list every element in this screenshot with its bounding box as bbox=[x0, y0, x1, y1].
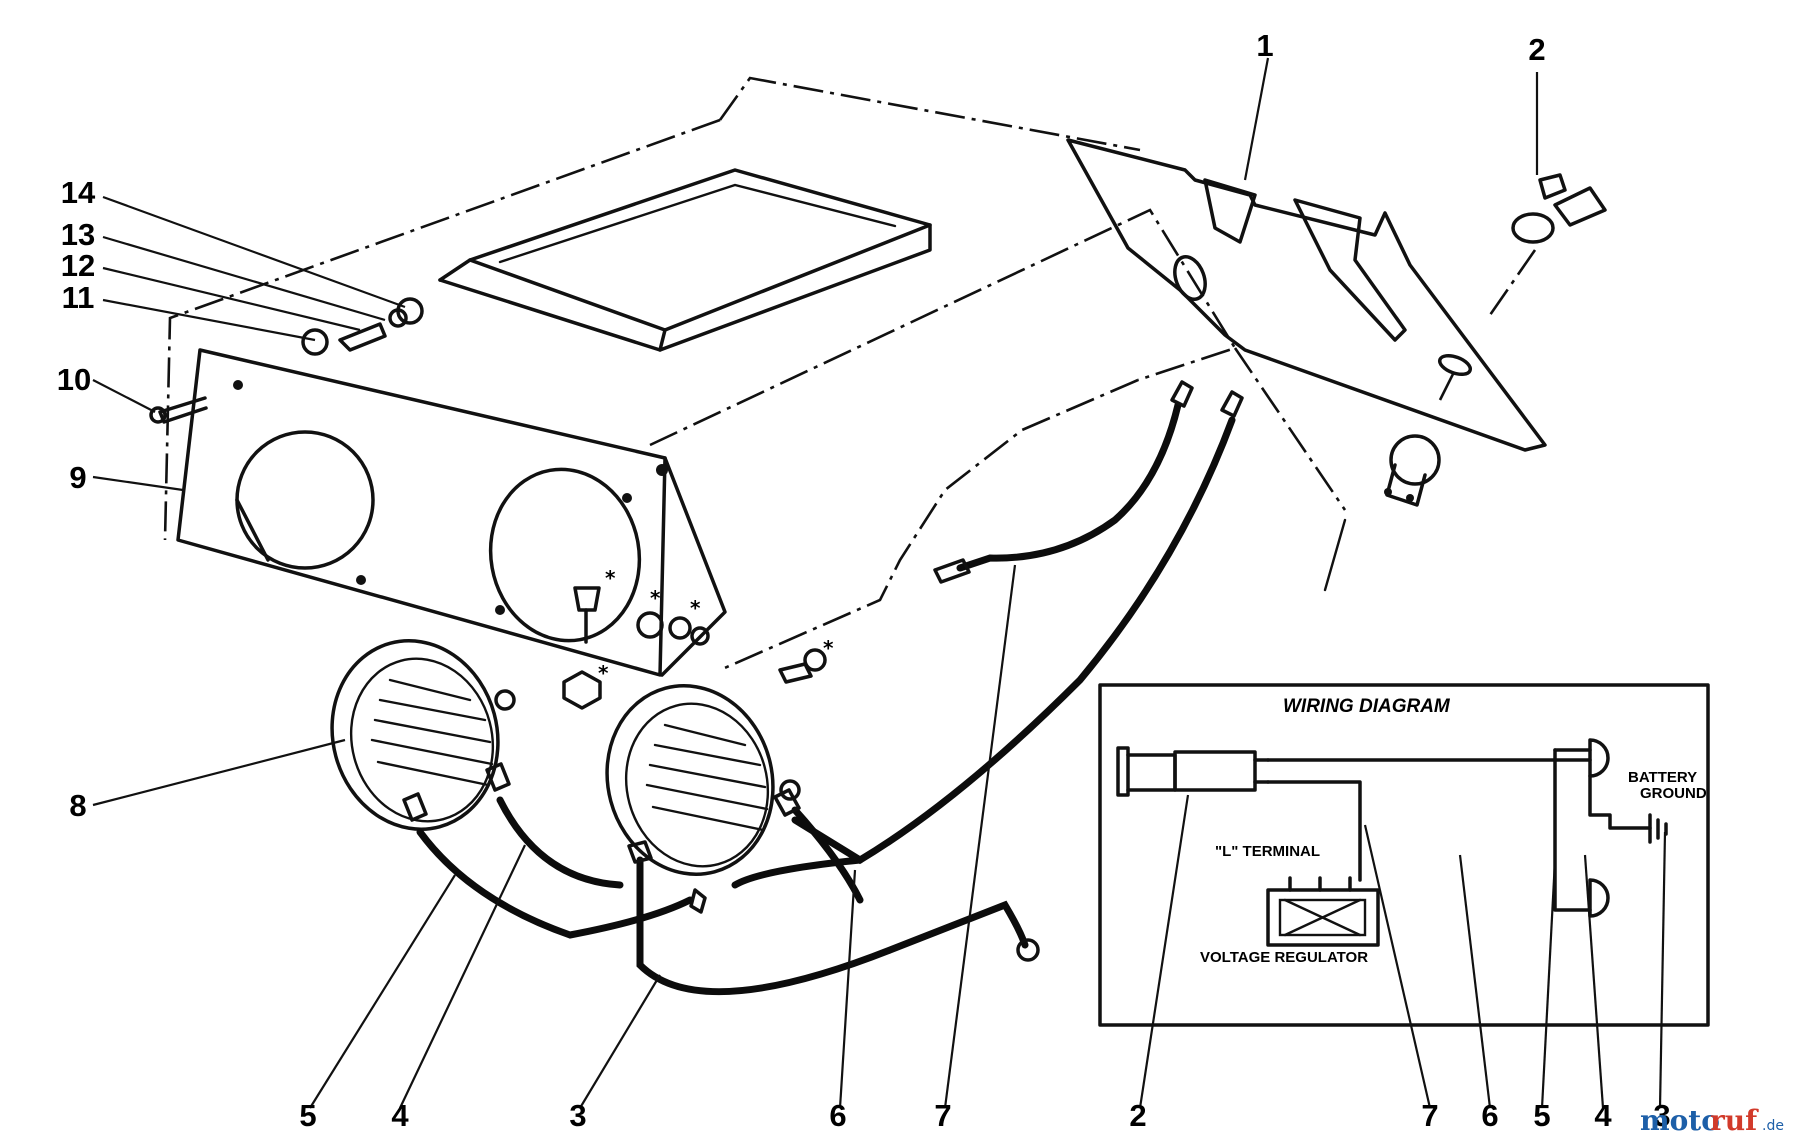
callout-10: 10 bbox=[57, 362, 91, 397]
callout-5: 5 bbox=[299, 1098, 316, 1133]
callout-wiring-6: 6 bbox=[1481, 1098, 1498, 1133]
callout-wiring-5: 5 bbox=[1533, 1098, 1550, 1133]
callout-wiring-2: 2 bbox=[1129, 1098, 1146, 1133]
watermark-part2: ruf bbox=[1710, 1104, 1759, 1137]
asterisk-bolt: * bbox=[605, 566, 616, 590]
callout-7: 7 bbox=[934, 1098, 951, 1133]
watermark-logo: moto ruf .de bbox=[1640, 1104, 1784, 1137]
asterisk-screw: * bbox=[823, 636, 834, 660]
callout-leaders bbox=[92, 57, 1667, 1109]
light-switch bbox=[1384, 173, 1607, 507]
callout-6: 6 bbox=[829, 1098, 846, 1133]
ground-label: GROUND bbox=[1640, 785, 1707, 802]
voltage-regulator-label: VOLTAGE REGULATOR bbox=[1200, 949, 1368, 966]
watermark-part1: moto bbox=[1640, 1104, 1720, 1137]
callout-12: 12 bbox=[61, 248, 95, 283]
asterisk-lower-nut: * bbox=[598, 661, 609, 685]
callout-11: 11 bbox=[62, 280, 95, 315]
wire-harness bbox=[402, 380, 1244, 996]
watermark-suffix: .de bbox=[1762, 1118, 1784, 1134]
rear-mounting-plate bbox=[1066, 138, 1547, 452]
headlight-right bbox=[605, 684, 801, 876]
callout-wiring-7: 7 bbox=[1421, 1098, 1438, 1133]
panel-hardware bbox=[562, 586, 827, 710]
headlight-left bbox=[330, 639, 516, 831]
callout-4: 4 bbox=[391, 1098, 409, 1133]
hood-outline bbox=[163, 76, 1347, 672]
callout-2-top: 2 bbox=[1528, 32, 1545, 67]
battery-label: BATTERY bbox=[1628, 769, 1697, 786]
switch-bracket-assembly bbox=[149, 297, 424, 424]
asterisk-nut: * bbox=[650, 586, 661, 610]
l-terminal-label: "L" TERMINAL bbox=[1215, 843, 1320, 860]
wiring-diagram-title: WIRING DIAGRAM bbox=[1283, 696, 1451, 717]
callout-wiring-3: 3 bbox=[1653, 1098, 1670, 1133]
callout-13: 13 bbox=[61, 217, 95, 252]
headlight-panel bbox=[176, 348, 727, 677]
callout-9: 9 bbox=[69, 460, 86, 495]
wiring-diagram bbox=[1098, 683, 1710, 1027]
callout-14: 14 bbox=[61, 175, 96, 210]
callout-wiring-4: 4 bbox=[1594, 1098, 1612, 1133]
callout-1: 1 bbox=[1256, 28, 1273, 63]
asterisk-washer: * bbox=[690, 596, 701, 620]
callout-8: 8 bbox=[69, 788, 86, 823]
hood-vent bbox=[438, 168, 932, 352]
callout-3: 3 bbox=[569, 1098, 586, 1133]
